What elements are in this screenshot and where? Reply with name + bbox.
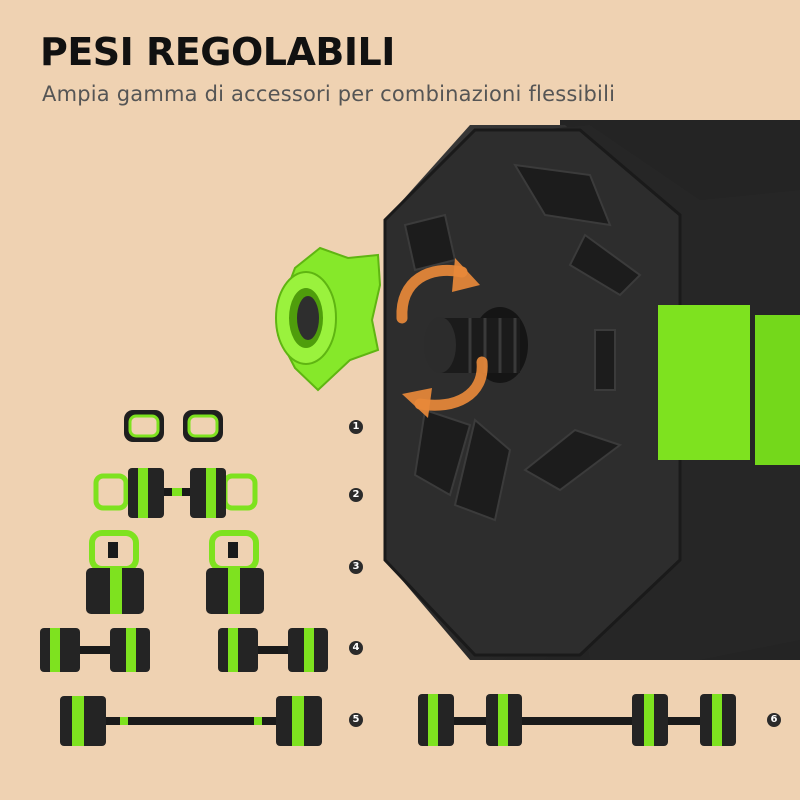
green-band [658, 305, 750, 460]
page-title: PESI REGOLABILI [40, 30, 395, 74]
config-number-badge: 4 [349, 641, 363, 655]
config-number-badge: 5 [349, 713, 363, 727]
config-2-push-up [93, 468, 258, 518]
threaded-bar [424, 307, 528, 383]
green-band [755, 315, 800, 465]
large-weight-plate [383, 120, 800, 660]
star-lock-collar [275, 246, 382, 392]
config-number-badge: 3 [349, 560, 363, 574]
config-4-dumbbells [40, 628, 328, 672]
config-number-badge: 2 [349, 488, 363, 502]
page-subtitle: Ampia gamma di accessori per combinazion… [42, 82, 616, 106]
config-number-badge: 6 [767, 713, 781, 727]
config-number-badge: 1 [349, 420, 363, 434]
config-6-long-barbell [418, 694, 736, 746]
config-1-handles [124, 410, 223, 442]
config-5-barbell [60, 696, 322, 746]
rotation-arrows [396, 264, 488, 411]
config-3-kettlebells [86, 530, 264, 614]
